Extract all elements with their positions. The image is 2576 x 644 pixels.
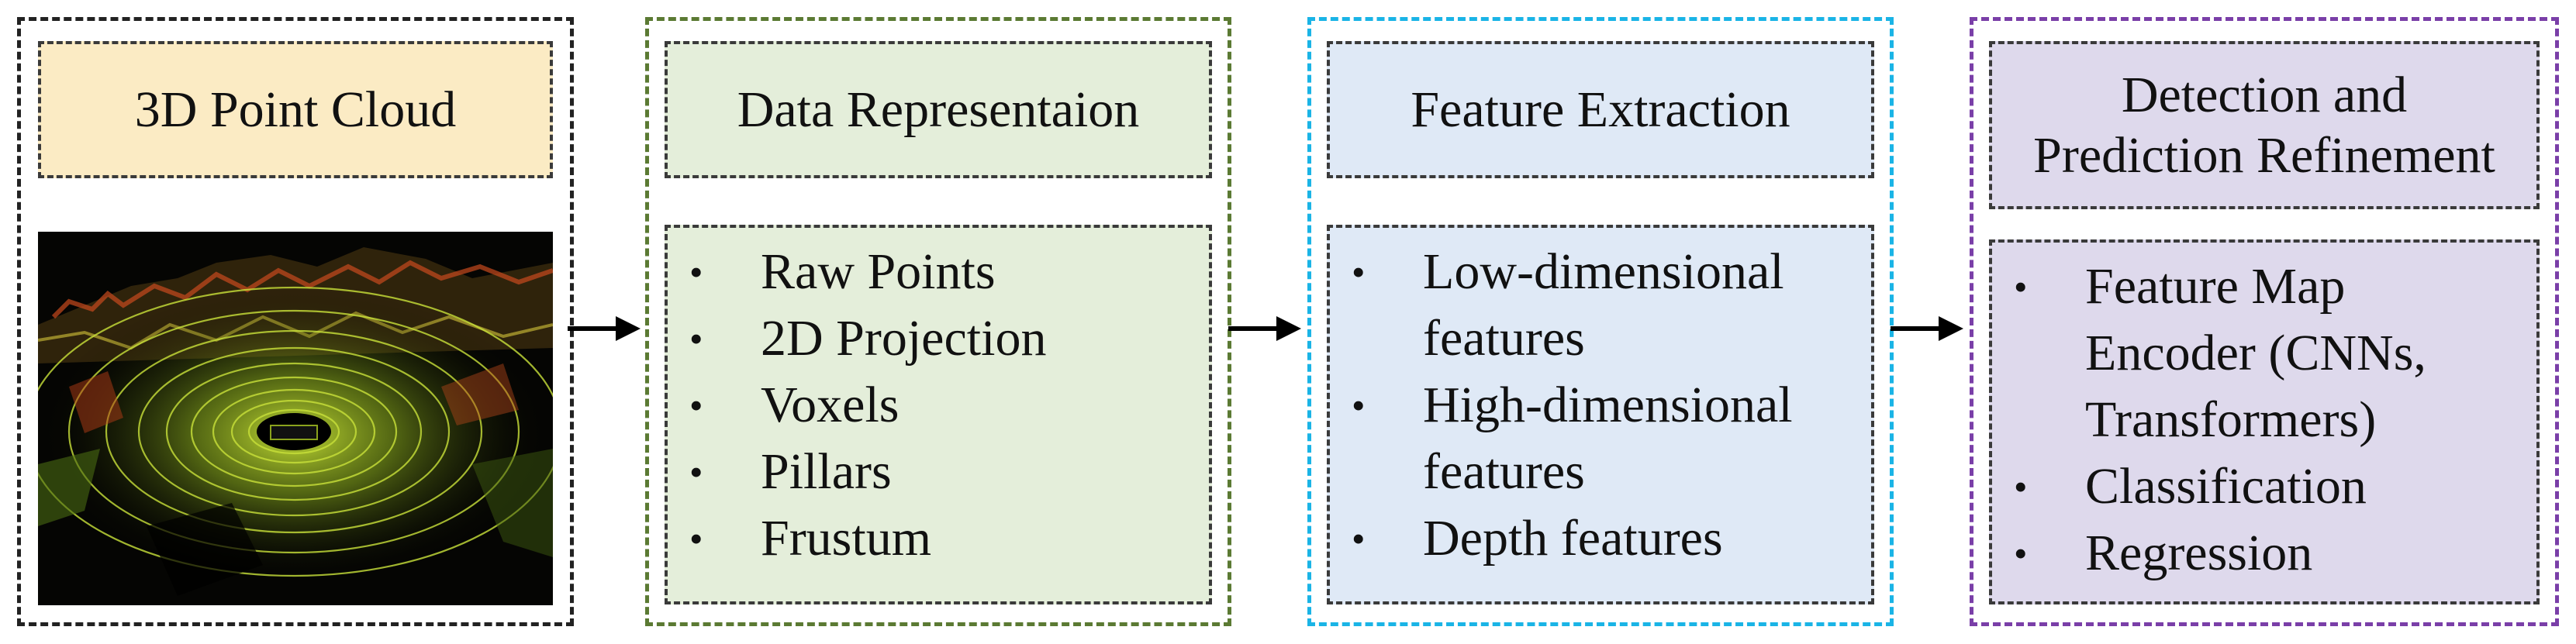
bullet: • bbox=[689, 250, 703, 294]
arrow-3 bbox=[1891, 316, 1963, 341]
bullet: • bbox=[2014, 532, 2028, 575]
data-representation-list: •Raw Points •2D Projection •Voxels •Pill… bbox=[668, 239, 1209, 572]
stage-data-representation-list-box: •Raw Points •2D Projection •Voxels •Pill… bbox=[665, 225, 1212, 604]
stage-data-representation: Data Representaion •Raw Points •2D Proje… bbox=[645, 17, 1231, 626]
arrow-1 bbox=[568, 316, 641, 341]
stage-point-cloud-title-box: 3D Point Cloud bbox=[38, 41, 553, 178]
stage-feature-extraction-title-box: Feature Extraction bbox=[1327, 41, 1874, 178]
stage-data-representation-title: Data Representaion bbox=[737, 81, 1140, 138]
arrow-2 bbox=[1228, 316, 1301, 341]
bullet: • bbox=[689, 517, 703, 560]
bullet: • bbox=[2014, 465, 2028, 508]
stage-feature-extraction-title: Feature Extraction bbox=[1411, 81, 1790, 138]
list-item: •Raw Points bbox=[668, 239, 1209, 305]
stage-detection-refinement: Detection and Prediction Refinement •Fea… bbox=[1970, 17, 2559, 626]
bullet: • bbox=[1352, 384, 1366, 427]
bullet: • bbox=[689, 317, 703, 360]
list-item: •2D Projection bbox=[668, 305, 1209, 372]
bullet: • bbox=[1352, 517, 1366, 560]
list-item: •Pillars bbox=[668, 439, 1209, 505]
list-item: •Classification bbox=[1992, 453, 2536, 520]
bullet: • bbox=[2014, 265, 2028, 308]
stage-point-cloud: 3D Point Cloud bbox=[17, 17, 574, 626]
stage-detection-refinement-title-line1: Detection and bbox=[2121, 66, 2408, 123]
bullet: • bbox=[689, 450, 703, 494]
list-item: •Regression bbox=[1992, 520, 2536, 587]
stage-data-representation-title-box: Data Representaion bbox=[665, 41, 1212, 178]
list-item: •Frustum bbox=[668, 505, 1209, 572]
bullet: • bbox=[689, 384, 703, 427]
bullet: • bbox=[1352, 250, 1366, 294]
list-item: •Voxels bbox=[668, 372, 1209, 439]
stage-detection-refinement-title-box: Detection and Prediction Refinement bbox=[1989, 41, 2540, 209]
stage-point-cloud-title: 3D Point Cloud bbox=[134, 81, 457, 138]
stage-detection-refinement-title-line2: Prediction Refinement bbox=[2033, 126, 2495, 184]
list-item: •Depth features bbox=[1330, 505, 1871, 572]
point-cloud-image bbox=[38, 232, 553, 605]
